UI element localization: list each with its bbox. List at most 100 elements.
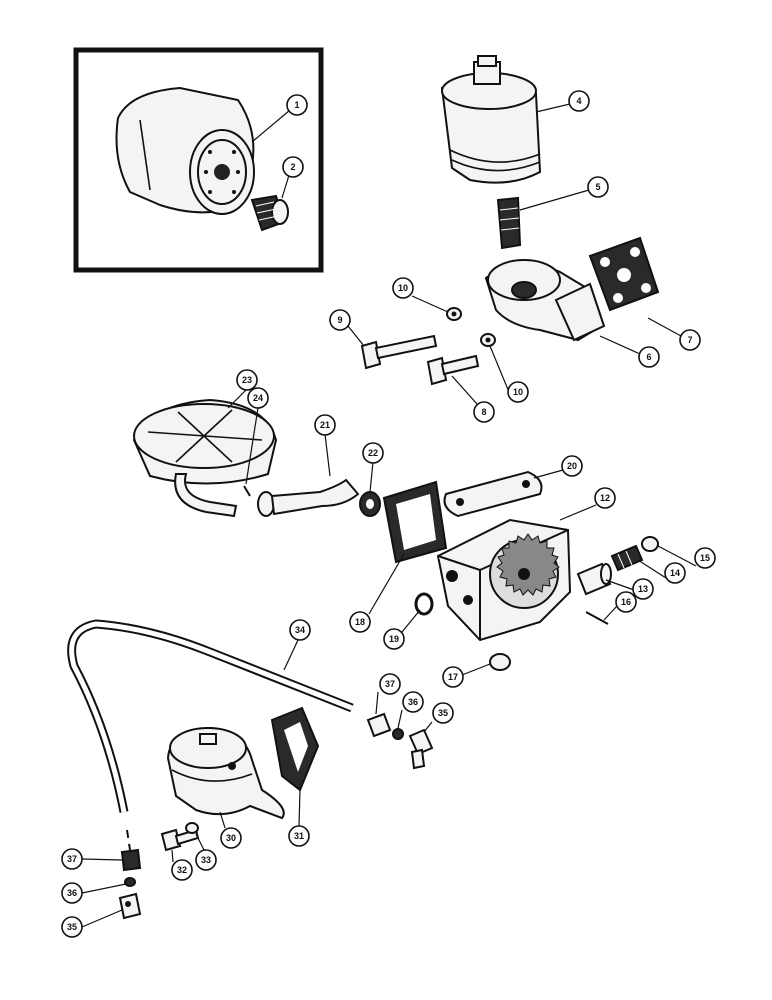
callout-7: 7 bbox=[679, 329, 701, 351]
callout-13: 13 bbox=[632, 578, 654, 600]
svg-text:37: 37 bbox=[67, 854, 77, 864]
svg-text:10: 10 bbox=[513, 387, 523, 397]
washer-upper bbox=[446, 307, 462, 321]
svg-text:4: 4 bbox=[576, 96, 581, 106]
svg-text:18: 18 bbox=[355, 617, 365, 627]
elbow-fitting-upper bbox=[408, 728, 434, 770]
callout-5: 5 bbox=[587, 176, 609, 198]
svg-text:33: 33 bbox=[201, 855, 211, 865]
fuel-pump bbox=[166, 726, 285, 820]
callout-31: 31 bbox=[288, 825, 310, 847]
svg-text:19: 19 bbox=[389, 634, 399, 644]
fuel-pump-gasket bbox=[270, 706, 320, 792]
callout-37-lower: 37 bbox=[61, 848, 83, 870]
oil-pump-screen bbox=[132, 398, 278, 518]
pump-cover-plate bbox=[443, 470, 543, 518]
callout-24: 24 bbox=[247, 387, 269, 409]
callout-9: 9 bbox=[329, 309, 351, 331]
fitting-sleeve-upper bbox=[392, 728, 404, 740]
fitting-nut-lower bbox=[120, 848, 142, 872]
svg-text:1: 1 bbox=[294, 100, 299, 110]
callout-36-upper: 36 bbox=[402, 691, 424, 713]
svg-text:20: 20 bbox=[567, 461, 577, 471]
svg-text:35: 35 bbox=[67, 922, 77, 932]
threaded-stud bbox=[496, 196, 522, 250]
relief-valve-cap bbox=[641, 536, 659, 552]
callout-10-lower: 10 bbox=[507, 381, 529, 403]
callout-21: 21 bbox=[314, 414, 336, 436]
callout-30: 30 bbox=[220, 827, 242, 849]
svg-text:37: 37 bbox=[385, 679, 395, 689]
callout-4: 4 bbox=[568, 90, 590, 112]
callout-10-upper: 10 bbox=[392, 277, 414, 299]
filter-adapter-nipple bbox=[250, 194, 289, 232]
callout-12: 12 bbox=[594, 487, 616, 509]
callout-16: 16 bbox=[615, 591, 637, 613]
bolt-long bbox=[360, 334, 438, 370]
callout-37-upper: 37 bbox=[379, 673, 401, 695]
svg-text:14: 14 bbox=[670, 568, 680, 578]
svg-text:7: 7 bbox=[687, 335, 692, 345]
oil-pump-body bbox=[436, 518, 572, 642]
fitting-nut-upper bbox=[366, 712, 392, 738]
svg-text:35: 35 bbox=[438, 708, 448, 718]
inset-box bbox=[73, 47, 324, 273]
svg-text:31: 31 bbox=[294, 831, 304, 841]
callout-32: 32 bbox=[171, 859, 193, 881]
svg-text:5: 5 bbox=[595, 182, 600, 192]
callout-18: 18 bbox=[349, 611, 371, 633]
callout-2: 2 bbox=[282, 156, 304, 178]
relief-valve-spring bbox=[610, 544, 644, 572]
callout-15: 15 bbox=[694, 547, 716, 569]
svg-text:34: 34 bbox=[295, 625, 305, 635]
callout-8: 8 bbox=[473, 401, 495, 423]
svg-text:36: 36 bbox=[67, 888, 77, 898]
svg-text:8: 8 bbox=[481, 407, 486, 417]
svg-text:2: 2 bbox=[290, 162, 295, 172]
callout-14: 14 bbox=[664, 562, 686, 584]
svg-text:30: 30 bbox=[226, 833, 236, 843]
callout-33: 33 bbox=[195, 849, 217, 871]
elbow-fitting-lower bbox=[118, 892, 142, 920]
tube-washer bbox=[359, 491, 381, 517]
svg-text:12: 12 bbox=[600, 493, 610, 503]
o-ring bbox=[414, 592, 434, 616]
callout-23: 23 bbox=[236, 369, 258, 391]
pump-gasket bbox=[382, 480, 448, 564]
suction-tube bbox=[257, 478, 360, 517]
callout-34: 34 bbox=[289, 619, 311, 641]
callout-36-lower: 36 bbox=[61, 882, 83, 904]
callout-19: 19 bbox=[383, 628, 405, 650]
expansion-plug bbox=[489, 653, 511, 671]
svg-text:24: 24 bbox=[253, 393, 263, 403]
spin-on-oil-filter bbox=[115, 86, 255, 215]
pump-washer bbox=[185, 822, 199, 834]
cotter-pin bbox=[585, 611, 609, 625]
callout-1: 1 bbox=[286, 94, 308, 116]
callout-35-lower: 35 bbox=[61, 916, 83, 938]
svg-text:22: 22 bbox=[368, 448, 378, 458]
svg-text:10: 10 bbox=[398, 283, 408, 293]
callout-35-upper: 35 bbox=[432, 702, 454, 724]
callout-17: 17 bbox=[442, 666, 464, 688]
washer-lower bbox=[480, 333, 496, 347]
svg-text:17: 17 bbox=[448, 672, 458, 682]
svg-text:16: 16 bbox=[621, 597, 631, 607]
relief-valve-plunger bbox=[576, 562, 612, 596]
base-gasket bbox=[588, 236, 660, 312]
svg-text:23: 23 bbox=[242, 375, 252, 385]
callout-20: 20 bbox=[561, 455, 583, 477]
leader-lines bbox=[81, 103, 697, 928]
svg-text:13: 13 bbox=[638, 584, 648, 594]
filter-canister bbox=[440, 55, 542, 184]
svg-text:9: 9 bbox=[337, 315, 342, 325]
fitting-sleeve-lower bbox=[124, 877, 136, 887]
fuel-line bbox=[67, 619, 354, 851]
callout-6: 6 bbox=[638, 346, 660, 368]
svg-text:6: 6 bbox=[646, 352, 651, 362]
svg-text:36: 36 bbox=[408, 697, 418, 707]
svg-text:32: 32 bbox=[177, 865, 187, 875]
callout-22: 22 bbox=[362, 442, 384, 464]
svg-text:21: 21 bbox=[320, 420, 330, 430]
